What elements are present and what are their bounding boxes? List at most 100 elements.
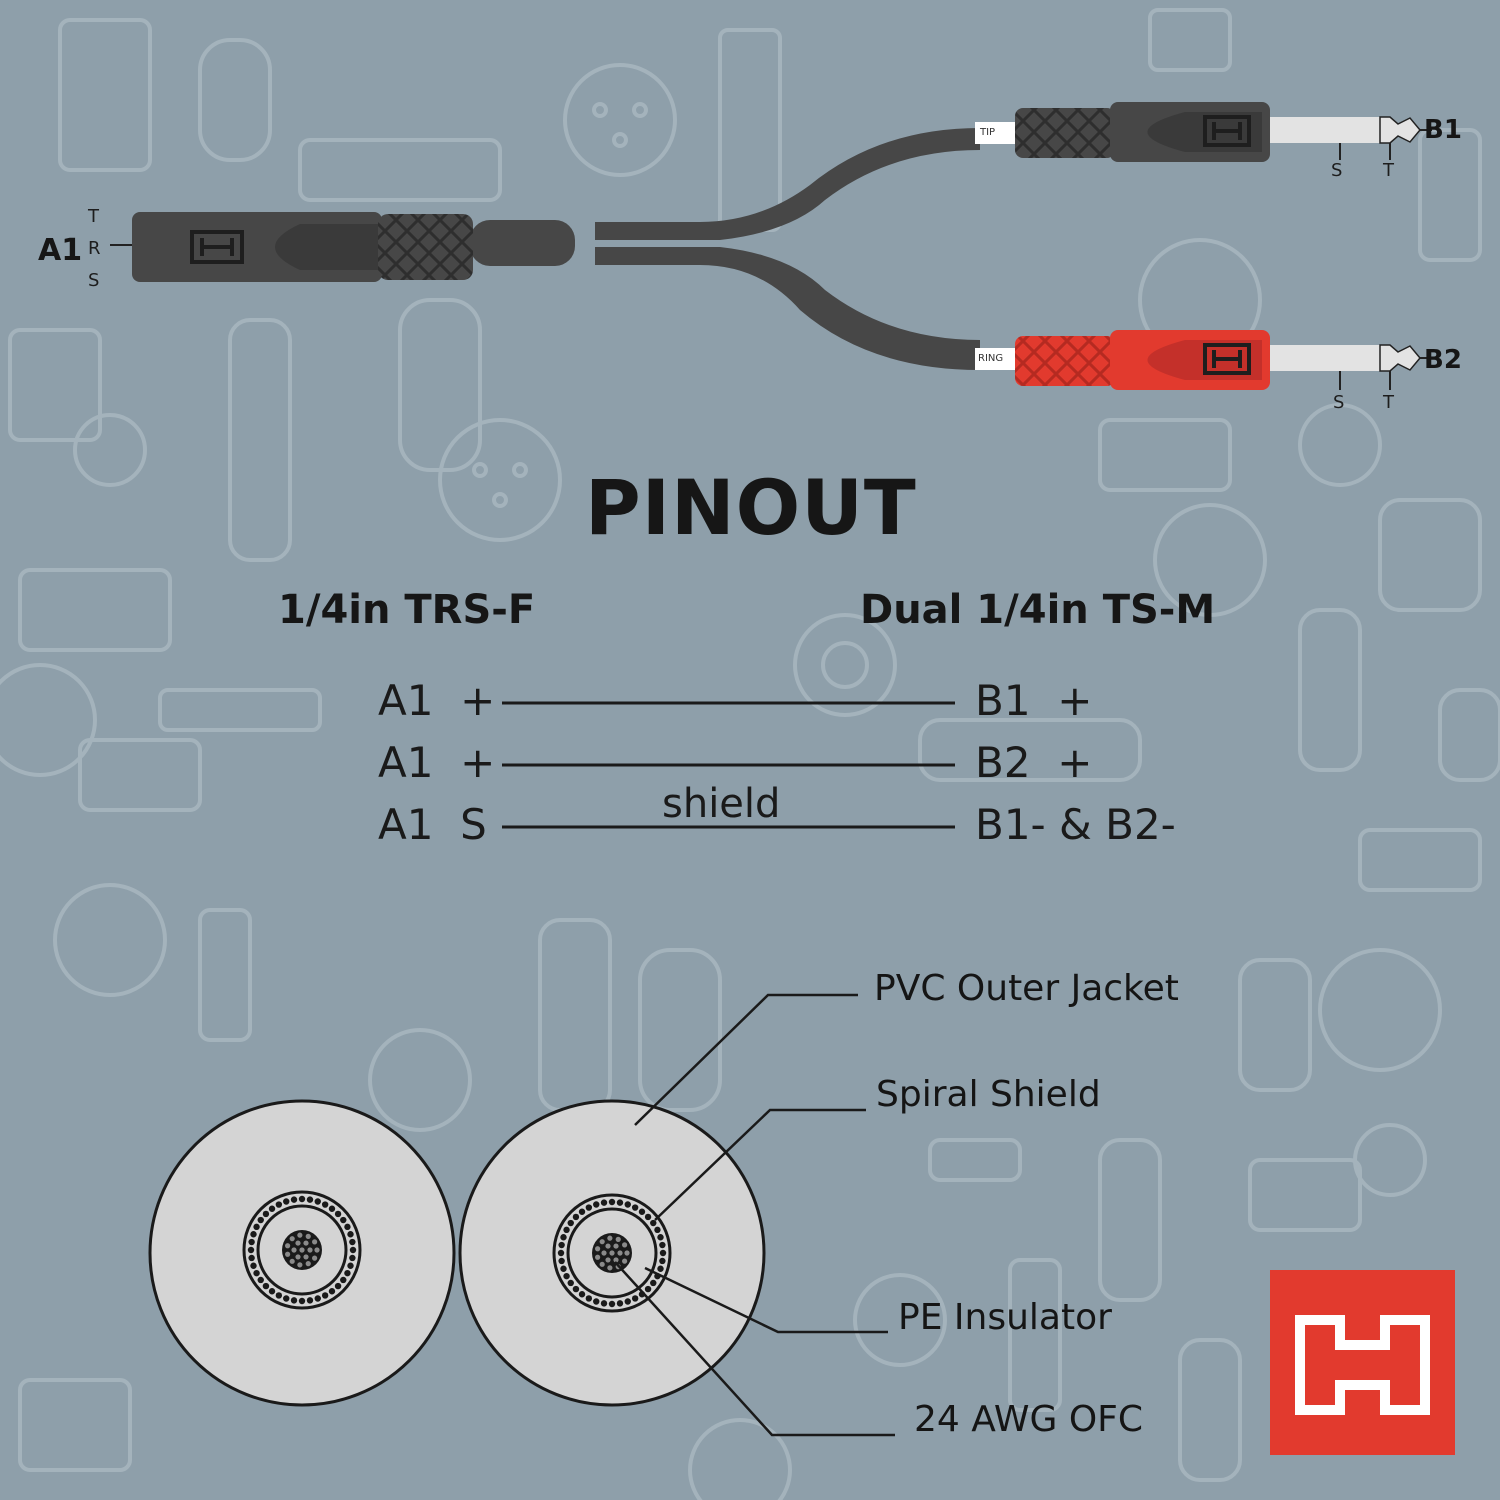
shield-strand xyxy=(638,1208,646,1215)
pin-row-3-right: B1- & B2- xyxy=(975,800,1176,849)
cable-b2-branch xyxy=(595,247,980,370)
shield-strand xyxy=(585,1204,593,1211)
shield-strand xyxy=(349,1238,356,1246)
pvc-jacket-leader xyxy=(634,993,858,1126)
shield-strand xyxy=(624,1298,631,1305)
conductor-strand xyxy=(607,1235,613,1241)
shield-strand xyxy=(650,1279,657,1287)
shield-strand xyxy=(347,1262,354,1269)
a1-pin-r: R xyxy=(88,238,101,259)
b1-sleeve-label: S xyxy=(1331,160,1343,181)
shield-strand xyxy=(290,1297,298,1304)
shield-strand xyxy=(340,1216,347,1224)
background-pattern xyxy=(0,8,1500,1500)
ofc-leader xyxy=(614,1261,895,1437)
pin-row-3-left: A1 S xyxy=(378,800,487,849)
pinout-wires xyxy=(502,701,955,829)
tip-tag-label: TIP xyxy=(980,127,996,138)
conductor-strand xyxy=(295,1240,301,1246)
shield-strand xyxy=(644,1285,652,1293)
conductor-strand xyxy=(303,1240,309,1246)
shield-strand xyxy=(585,1295,593,1302)
a1-label: A1 xyxy=(38,233,83,268)
right-cable-core xyxy=(552,1193,672,1313)
b1-label: B1 xyxy=(1424,115,1462,145)
connector-b2-strain-relief xyxy=(1015,336,1115,386)
conductor-strand xyxy=(314,1247,320,1253)
shield-strand xyxy=(275,1201,283,1208)
shield-strand xyxy=(283,1198,290,1205)
cable-cross-section xyxy=(148,1099,766,1407)
shield-strand xyxy=(616,1300,624,1307)
shield-strand xyxy=(563,1272,570,1280)
shield-strand xyxy=(321,1201,329,1208)
shield-strand xyxy=(268,1288,276,1295)
shield-strand xyxy=(657,1234,664,1241)
shield-strand xyxy=(340,1276,347,1284)
callout-spiral-shield: Spiral Shield xyxy=(876,1074,1101,1115)
shield-strand xyxy=(253,1223,260,1231)
conductor-strand xyxy=(617,1250,623,1256)
shield-strand xyxy=(657,1265,664,1272)
conductor-strand xyxy=(622,1242,628,1248)
shield-strand xyxy=(578,1291,586,1298)
connector-b1-sleeve xyxy=(1270,117,1380,143)
shield-strand xyxy=(593,1201,600,1208)
shield-strand xyxy=(593,1298,600,1305)
pin-row-2-left: A1 + xyxy=(378,738,496,787)
shield-strand xyxy=(557,1249,565,1257)
shield-strand xyxy=(659,1257,666,1265)
shield-strand xyxy=(328,1288,336,1295)
shield-strand xyxy=(631,1295,639,1302)
b2-tip-label: T xyxy=(1383,392,1394,413)
shield-strand xyxy=(349,1246,357,1254)
shield-strand xyxy=(298,1195,306,1203)
shield-strand xyxy=(659,1241,666,1249)
shield-strand xyxy=(578,1208,586,1215)
shield-strand xyxy=(328,1205,336,1212)
shield-strand xyxy=(567,1219,574,1227)
conductor-strand xyxy=(289,1236,295,1242)
hosa-logo-icon xyxy=(190,230,244,264)
conductor-strand xyxy=(624,1250,630,1256)
y-cable xyxy=(470,122,1020,370)
ring-tag xyxy=(975,348,1020,370)
cable-b1-branch xyxy=(595,128,980,240)
shield-strand xyxy=(262,1282,270,1290)
shield-strand xyxy=(558,1241,565,1249)
callout-ofc: 24 AWG OFC xyxy=(914,1399,1144,1440)
connector-a1 xyxy=(110,212,473,282)
shield-strand xyxy=(275,1292,283,1299)
shield-strand xyxy=(247,1246,255,1254)
callout-pvc-jacket: PVC Outer Jacket xyxy=(874,968,1179,1009)
spiral-shield-leader xyxy=(654,1108,866,1221)
shield-strand xyxy=(268,1205,276,1212)
connector-b1 xyxy=(1015,102,1432,162)
shield-strand xyxy=(262,1210,270,1218)
shield-strand xyxy=(306,1196,314,1203)
conductor-strand xyxy=(285,1251,291,1257)
shield-strand xyxy=(257,1276,264,1284)
pe-insulator-leader xyxy=(644,1266,888,1334)
shield-strand xyxy=(321,1292,329,1299)
shield-strand xyxy=(650,1219,657,1227)
conductor-strand xyxy=(595,1246,601,1252)
shield-strand xyxy=(250,1262,257,1269)
shield-strand xyxy=(253,1269,260,1277)
connector-b2-tip xyxy=(1379,344,1421,372)
b2-label: B2 xyxy=(1424,345,1462,375)
shield-strand xyxy=(567,1279,574,1287)
shield-strand xyxy=(306,1297,314,1304)
shield-strand xyxy=(600,1199,608,1206)
pin-row-2-right: B2 + xyxy=(975,738,1093,787)
connector-b1-tip xyxy=(1379,116,1421,144)
tip-tag xyxy=(975,122,1020,144)
conductor-strand xyxy=(609,1250,615,1256)
shield-strand xyxy=(290,1196,298,1203)
hosa-logo-icon xyxy=(1203,115,1251,147)
shield-strand xyxy=(334,1210,342,1218)
b2-sleeve-label: S xyxy=(1333,392,1345,413)
conductor-strand xyxy=(312,1255,318,1261)
shield-strand xyxy=(624,1201,631,1208)
